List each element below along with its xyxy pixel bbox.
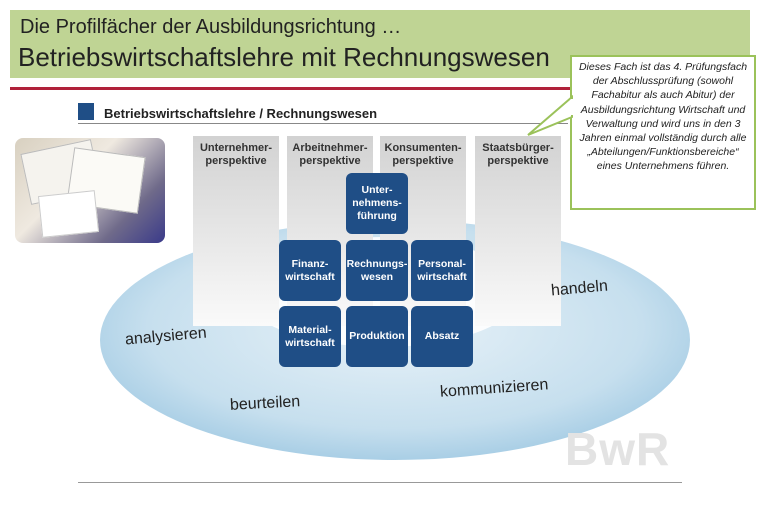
callout-tail bbox=[527, 95, 574, 136]
diagram-subtitle: Betriebswirtschaftslehre / Rechnungswese… bbox=[104, 106, 378, 121]
tile-produktion: Produktion bbox=[346, 306, 408, 367]
column-label: Staatsbürger- perspektive bbox=[482, 142, 554, 167]
title-line-2: Betriebswirtschaftslehre mit Rechnungswe… bbox=[18, 42, 550, 72]
callout-note: Dieses Fach ist das 4. Prüfungsfach der … bbox=[570, 55, 756, 210]
column-label: Konsumenten- perspektive bbox=[384, 142, 462, 167]
column-staatsbuerger: Staatsbürger- perspektive bbox=[475, 136, 561, 326]
tile-finanzwirtschaft: Finanz- wirtschaft bbox=[279, 240, 341, 301]
word-beurteilen: beurteilen bbox=[229, 393, 301, 414]
column-label: Unternehmer- perspektive bbox=[199, 142, 273, 167]
tile-rechnungswesen: Rechnungs- wesen bbox=[346, 240, 408, 301]
tile-personalwirtschaft: Personal- wirtschaft bbox=[411, 240, 473, 301]
tile-unternehmensfuehrung: Unter- nehmens- führung bbox=[346, 173, 408, 234]
column-unternehmer: Unternehmer- perspektive bbox=[193, 136, 279, 326]
tile-absatz: Absatz bbox=[411, 306, 473, 367]
title-line-1: Die Profilfächer der Ausbildungsrichtung… bbox=[20, 16, 402, 38]
bullet-square bbox=[78, 103, 94, 120]
column-label: Arbeitnehmer- perspektive bbox=[292, 142, 368, 167]
footer-line bbox=[78, 482, 682, 483]
tile-materialwirtschaft: Material- wirtschaft bbox=[279, 306, 341, 367]
subtitle-underline bbox=[78, 123, 568, 124]
bwr-watermark: BwR bbox=[565, 423, 671, 475]
photo-accounting-books bbox=[15, 138, 165, 243]
divider bbox=[10, 87, 570, 90]
